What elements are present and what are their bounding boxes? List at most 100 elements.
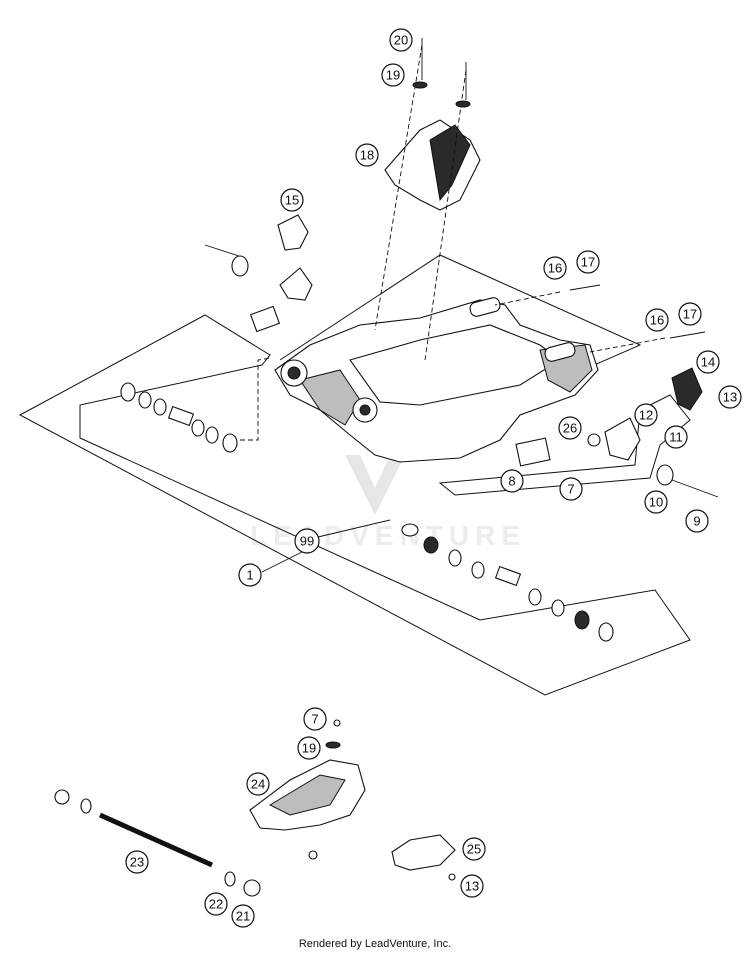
bearing-sleeve-2 <box>494 565 522 587</box>
svg-text:16: 16 <box>548 261 562 276</box>
callout-13-right: 13 <box>718 385 742 409</box>
svg-text:7: 7 <box>567 482 574 497</box>
bolt-17b <box>669 331 706 339</box>
washer-19-lower <box>325 741 341 749</box>
washer-22 <box>224 871 236 887</box>
pad-8-left <box>249 305 281 333</box>
callout-19-lower: 19 <box>297 736 321 760</box>
callout-9: 9 <box>685 509 709 533</box>
bearing-12 <box>551 599 565 617</box>
callout-14: 14 <box>696 350 720 374</box>
callout-12: 12 <box>634 403 658 427</box>
bearing-4 <box>191 419 205 437</box>
svg-text:22: 22 <box>209 897 223 912</box>
dash-line-bearings <box>240 357 271 441</box>
dash-line-20b <box>424 69 467 361</box>
screw-lower <box>308 850 318 860</box>
bracket-12 <box>604 417 641 461</box>
axle-slot-right <box>544 342 576 362</box>
chain-slider-14 <box>671 367 703 411</box>
callout-17-right: 17 <box>678 302 702 326</box>
nut-21 <box>243 879 261 897</box>
callout-1: 1 <box>238 563 262 587</box>
spacer-10 <box>656 464 674 486</box>
svg-text:12: 12 <box>639 408 653 423</box>
callout-16-top: 16 <box>543 256 567 280</box>
watermark-logo <box>345 455 405 515</box>
mount-15 <box>277 214 309 251</box>
svg-text:1: 1 <box>246 568 253 583</box>
callout-11: 11 <box>664 425 688 449</box>
pivot-right-inner <box>359 404 371 416</box>
bearing-6 <box>222 433 238 453</box>
footer-credit: Rendered by LeadVenture, Inc. <box>298 938 452 950</box>
dash-line-16b <box>589 337 666 353</box>
bolt-9 <box>671 479 719 498</box>
callout-16-right: 16 <box>645 308 669 332</box>
axle-23 <box>98 812 214 868</box>
bearing-sleeve-1 <box>167 405 195 427</box>
washer-19b <box>455 100 471 108</box>
chain-slider-24-shade <box>268 774 346 816</box>
svg-text:11: 11 <box>669 430 683 445</box>
washer-26 <box>587 433 601 447</box>
callout-99: 99 <box>294 528 320 554</box>
screw-13-lower <box>448 873 456 881</box>
spacer-left <box>231 255 249 277</box>
svg-text:13: 13 <box>465 879 479 894</box>
chain-guard-shade <box>429 124 471 202</box>
bracket-left <box>279 267 313 301</box>
callout-26: 26 <box>558 416 582 440</box>
axle-nut-left <box>54 789 70 805</box>
axle-slot-left <box>469 297 501 317</box>
svg-text:18: 18 <box>360 148 374 163</box>
svg-text:19: 19 <box>386 68 400 83</box>
swingarm-inner <box>349 324 561 406</box>
svg-text:99: 99 <box>300 534 314 549</box>
bearing-8 <box>423 536 439 554</box>
svg-text:19: 19 <box>302 741 316 756</box>
washer-19 <box>412 81 428 89</box>
callout-21: 21 <box>231 904 255 928</box>
bracket-25 <box>391 834 456 871</box>
callout-7-right: 7 <box>559 477 583 501</box>
bearing-14 <box>598 622 614 642</box>
callout-7-lower: 7 <box>303 707 327 731</box>
dash-line-16a <box>494 291 561 306</box>
bearing-5 <box>205 426 219 444</box>
callout-22: 22 <box>204 892 228 916</box>
bearing-13 <box>574 610 590 630</box>
chain-guard <box>384 119 481 211</box>
callout-23: 23 <box>125 850 149 874</box>
callout-20: 20 <box>389 28 413 52</box>
callout-8: 8 <box>500 469 524 493</box>
svg-text:14: 14 <box>701 355 715 370</box>
svg-text:9: 9 <box>693 514 700 529</box>
svg-text:20: 20 <box>394 33 408 48</box>
callout-25: 25 <box>462 837 486 861</box>
pad-8 <box>515 437 551 467</box>
bearing-9 <box>448 549 462 567</box>
frame-top <box>279 254 642 381</box>
bearing-10 <box>471 561 485 579</box>
svg-text:15: 15 <box>285 193 299 208</box>
svg-text:8: 8 <box>508 474 515 489</box>
callout-17-top: 17 <box>576 250 600 274</box>
svg-text:17: 17 <box>683 307 697 322</box>
bearing-11 <box>528 588 542 606</box>
leader-99 <box>317 519 391 538</box>
pivot-left-inner <box>287 366 301 380</box>
bearing-2 <box>138 391 152 409</box>
svg-text:13: 13 <box>723 390 737 405</box>
svg-text:7: 7 <box>311 712 318 727</box>
swingarm-rib-left <box>299 369 361 426</box>
frame-main <box>18 314 691 696</box>
svg-text:23: 23 <box>130 855 144 870</box>
bearing-1 <box>120 382 136 402</box>
bearing-3 <box>153 398 167 416</box>
callout-19-top: 19 <box>381 63 405 87</box>
screw-7-lower <box>333 719 341 727</box>
svg-text:25: 25 <box>467 842 481 857</box>
callout-24: 24 <box>246 772 270 796</box>
